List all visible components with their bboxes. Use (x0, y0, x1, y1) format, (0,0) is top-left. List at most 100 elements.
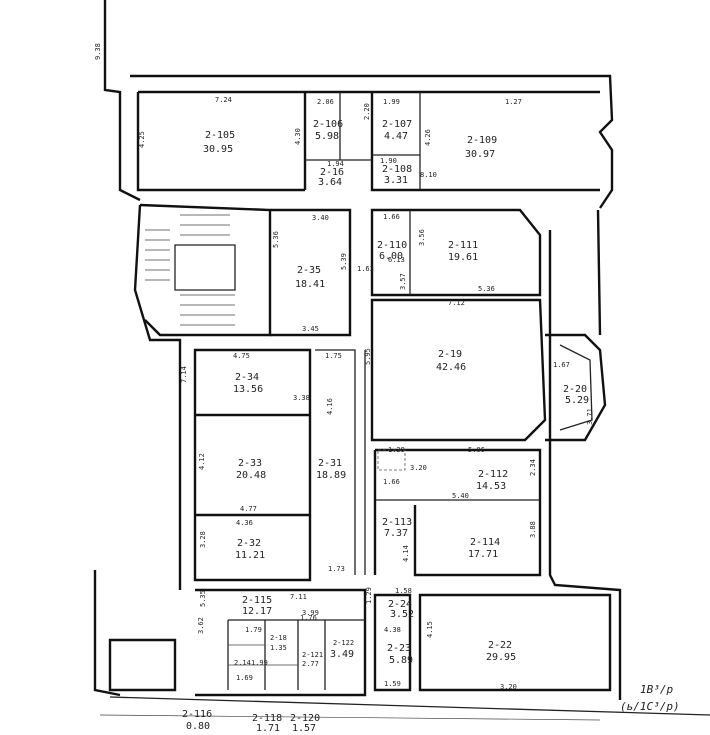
room-id: 2-118 (252, 713, 282, 724)
room-id: 2-35 (297, 265, 321, 276)
dimension: 4.30 (294, 128, 302, 145)
dimension: 1.39 (388, 446, 405, 454)
room-area: 42.46 (436, 362, 466, 373)
dimension: 8.10 (420, 171, 437, 179)
room-area: 1.71 (256, 723, 280, 734)
room-area: 30.97 (465, 149, 495, 160)
dimension: 5.39 (340, 253, 348, 270)
room-2-111: 2-111 19.61 (448, 240, 478, 263)
room-2-24: 2-24 3.52 (388, 599, 414, 620)
room-2-18: 2-18 1.35 (270, 634, 287, 652)
dimension: 4.77 (240, 505, 257, 513)
dimension: 1.58 (395, 587, 412, 595)
room-area: 3.64 (318, 177, 342, 188)
dimension: 7.14 (180, 366, 188, 383)
dimension: 1.27 (505, 98, 522, 106)
room-2-106: 2-106 5.98 (313, 119, 343, 142)
room-area: 29.95 (486, 652, 516, 663)
dimension: 1.59 (384, 680, 401, 688)
dimension: 3.57 (399, 273, 407, 290)
dimension: 3.38 (293, 394, 310, 402)
dimension: 5.36 (272, 231, 280, 248)
room-area: 1.57 (292, 723, 316, 734)
room-area: 5.98 (315, 131, 339, 142)
room-2-20: 2-20 5.29 (563, 384, 589, 406)
dimension: 1.79 (245, 626, 262, 634)
dimension: 2.14 (234, 659, 251, 667)
room-area: 14.53 (476, 481, 506, 492)
room-id: 2-111 (448, 240, 478, 251)
dimension: 4.12 (198, 453, 206, 470)
room-2-32: 2-32 11.21 (235, 538, 265, 561)
room-2-120: 2-120 1.57 (290, 713, 320, 734)
dimension: 1.75 (325, 352, 342, 360)
room-2-23: 2-23 5.89 (387, 643, 413, 666)
room-2-122: 2-122 3.49 (330, 639, 354, 660)
dimension: 3.20 (500, 683, 517, 691)
dimension: 1.66 (383, 213, 400, 221)
room-area: 1.35 (270, 644, 287, 652)
room-id: 2-109 (467, 135, 497, 146)
dimension: 4.14 (402, 545, 410, 562)
dimension: 1.73 (328, 565, 345, 573)
room-2-110: 2-110 6.00 (377, 240, 407, 262)
room-2-105: 2-105 30.95 (203, 130, 235, 155)
room-id: 2-110 (377, 240, 407, 251)
room-area: 18.89 (316, 470, 346, 481)
room-id: 2-115 (242, 595, 272, 606)
room-id: 2-113 (382, 517, 412, 528)
dimension: 1.99 (251, 659, 268, 667)
room-area: 18.41 (295, 279, 325, 290)
dimension: 2.34 (529, 459, 537, 476)
dimension-labels: 7.24 2.06 1.99 1.27 4.25 4.30 2.20 4.26 … (94, 43, 594, 691)
room-area: 19.61 (448, 252, 478, 263)
room-2-31: 2-31 18.89 (316, 458, 346, 481)
room-2-16: 2-16 3.64 (318, 167, 344, 188)
sheet-label-text: 1В³/р (640, 683, 673, 696)
room-area: 30.95 (203, 144, 233, 155)
room-id: 2-23 (387, 643, 411, 654)
room-area: 7.37 (384, 528, 408, 539)
dimension: 5.35 (199, 590, 207, 607)
dimension: 4.26 (424, 129, 432, 146)
dimension: 7.12 (448, 299, 465, 307)
dimension: 4.75 (233, 352, 250, 360)
room-id: 2-121 (302, 651, 323, 659)
room-labels: 2-105 30.95 2-106 5.98 2-107 4.47 2-109 … (182, 119, 589, 734)
room-2-33: 2-33 20.48 (236, 458, 266, 481)
dimension: 3.45 (302, 325, 319, 333)
room-2-121: 2-121 2.77 (302, 651, 323, 668)
room-id: 2-24 (388, 599, 412, 610)
room-id: 2-122 (333, 639, 354, 647)
room-id: 2-16 (320, 167, 344, 178)
room-id: 2-114 (470, 537, 500, 548)
room-id: 2-19 (438, 349, 462, 360)
room-2-115: 2-115 12.17 (242, 595, 272, 617)
room-area: 13.56 (233, 384, 263, 395)
room-id: 2-107 (382, 119, 412, 130)
dimension: 1.99 (383, 98, 400, 106)
room-area: 3.31 (384, 175, 408, 186)
dimension: 1.67 (553, 361, 570, 369)
room-id: 2-116 (182, 709, 212, 720)
dimension: 3.28 (199, 531, 207, 548)
dimension: 4.25 (138, 131, 146, 148)
room-area: 6.00 (379, 251, 403, 262)
dimension: 5.06 (468, 446, 485, 454)
room-2-108: 2-108 3.31 (382, 164, 412, 186)
dimension: 3.20 (410, 464, 427, 472)
dimension: 3.71 (586, 408, 594, 425)
room-2-35: 2-35 18.41 (295, 265, 325, 290)
dimension: 4.36 (236, 519, 253, 527)
dimension: 3.62 (197, 617, 205, 634)
dimension: 2.06 (317, 98, 334, 106)
staircase (145, 214, 236, 326)
room-id: 2-32 (237, 538, 261, 549)
room-id: 2-31 (318, 458, 342, 469)
room-2-116: 2-116 0.80 (182, 709, 212, 732)
room-area: 11.21 (235, 550, 265, 561)
room-2-22: 2-22 29.95 (486, 640, 516, 663)
room-2-112: 2-112 14.53 (476, 469, 508, 492)
walls (93, 0, 710, 721)
dimension: 1.94 (327, 160, 344, 168)
